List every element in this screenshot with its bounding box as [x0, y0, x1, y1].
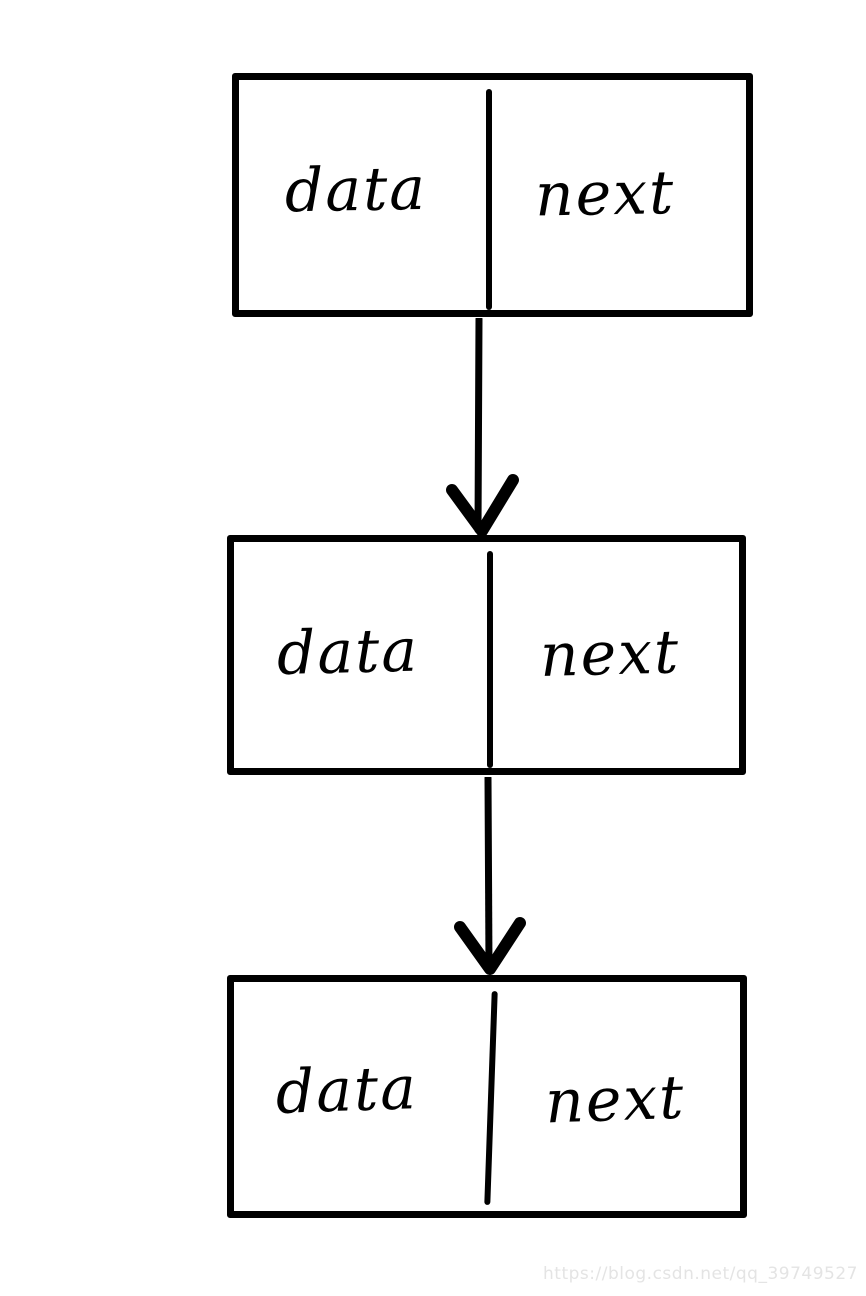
list-node-3: data next: [227, 975, 747, 1218]
node-2-next-cell: next: [493, 542, 739, 768]
node-1-data-cell: data: [239, 80, 486, 310]
node-1-cell-divider: [486, 89, 492, 310]
node-1-next-cell: next: [492, 80, 746, 310]
node-2-data-label: data: [276, 615, 421, 690]
watermark: https://blog.csdn.net/qq_39749527: [543, 1264, 858, 1284]
node-3-data-label: data: [274, 1052, 419, 1128]
node-2-data-cell: data: [234, 542, 487, 768]
node-1-data-label: data: [284, 153, 429, 227]
node-2-cell-divider: [487, 551, 493, 768]
node-1-next-label: next: [534, 158, 676, 231]
node-3-data-cell: data: [234, 982, 488, 1211]
node-3-next-cell: next: [494, 982, 740, 1211]
next-pointer-arrow-1: [446, 318, 519, 537]
node-2-next-label: next: [539, 617, 681, 691]
list-node-1: data next: [232, 73, 753, 317]
node-3-next-label: next: [543, 1062, 687, 1137]
list-node-2: data next: [227, 535, 746, 775]
next-pointer-arrow-2: [454, 777, 526, 975]
